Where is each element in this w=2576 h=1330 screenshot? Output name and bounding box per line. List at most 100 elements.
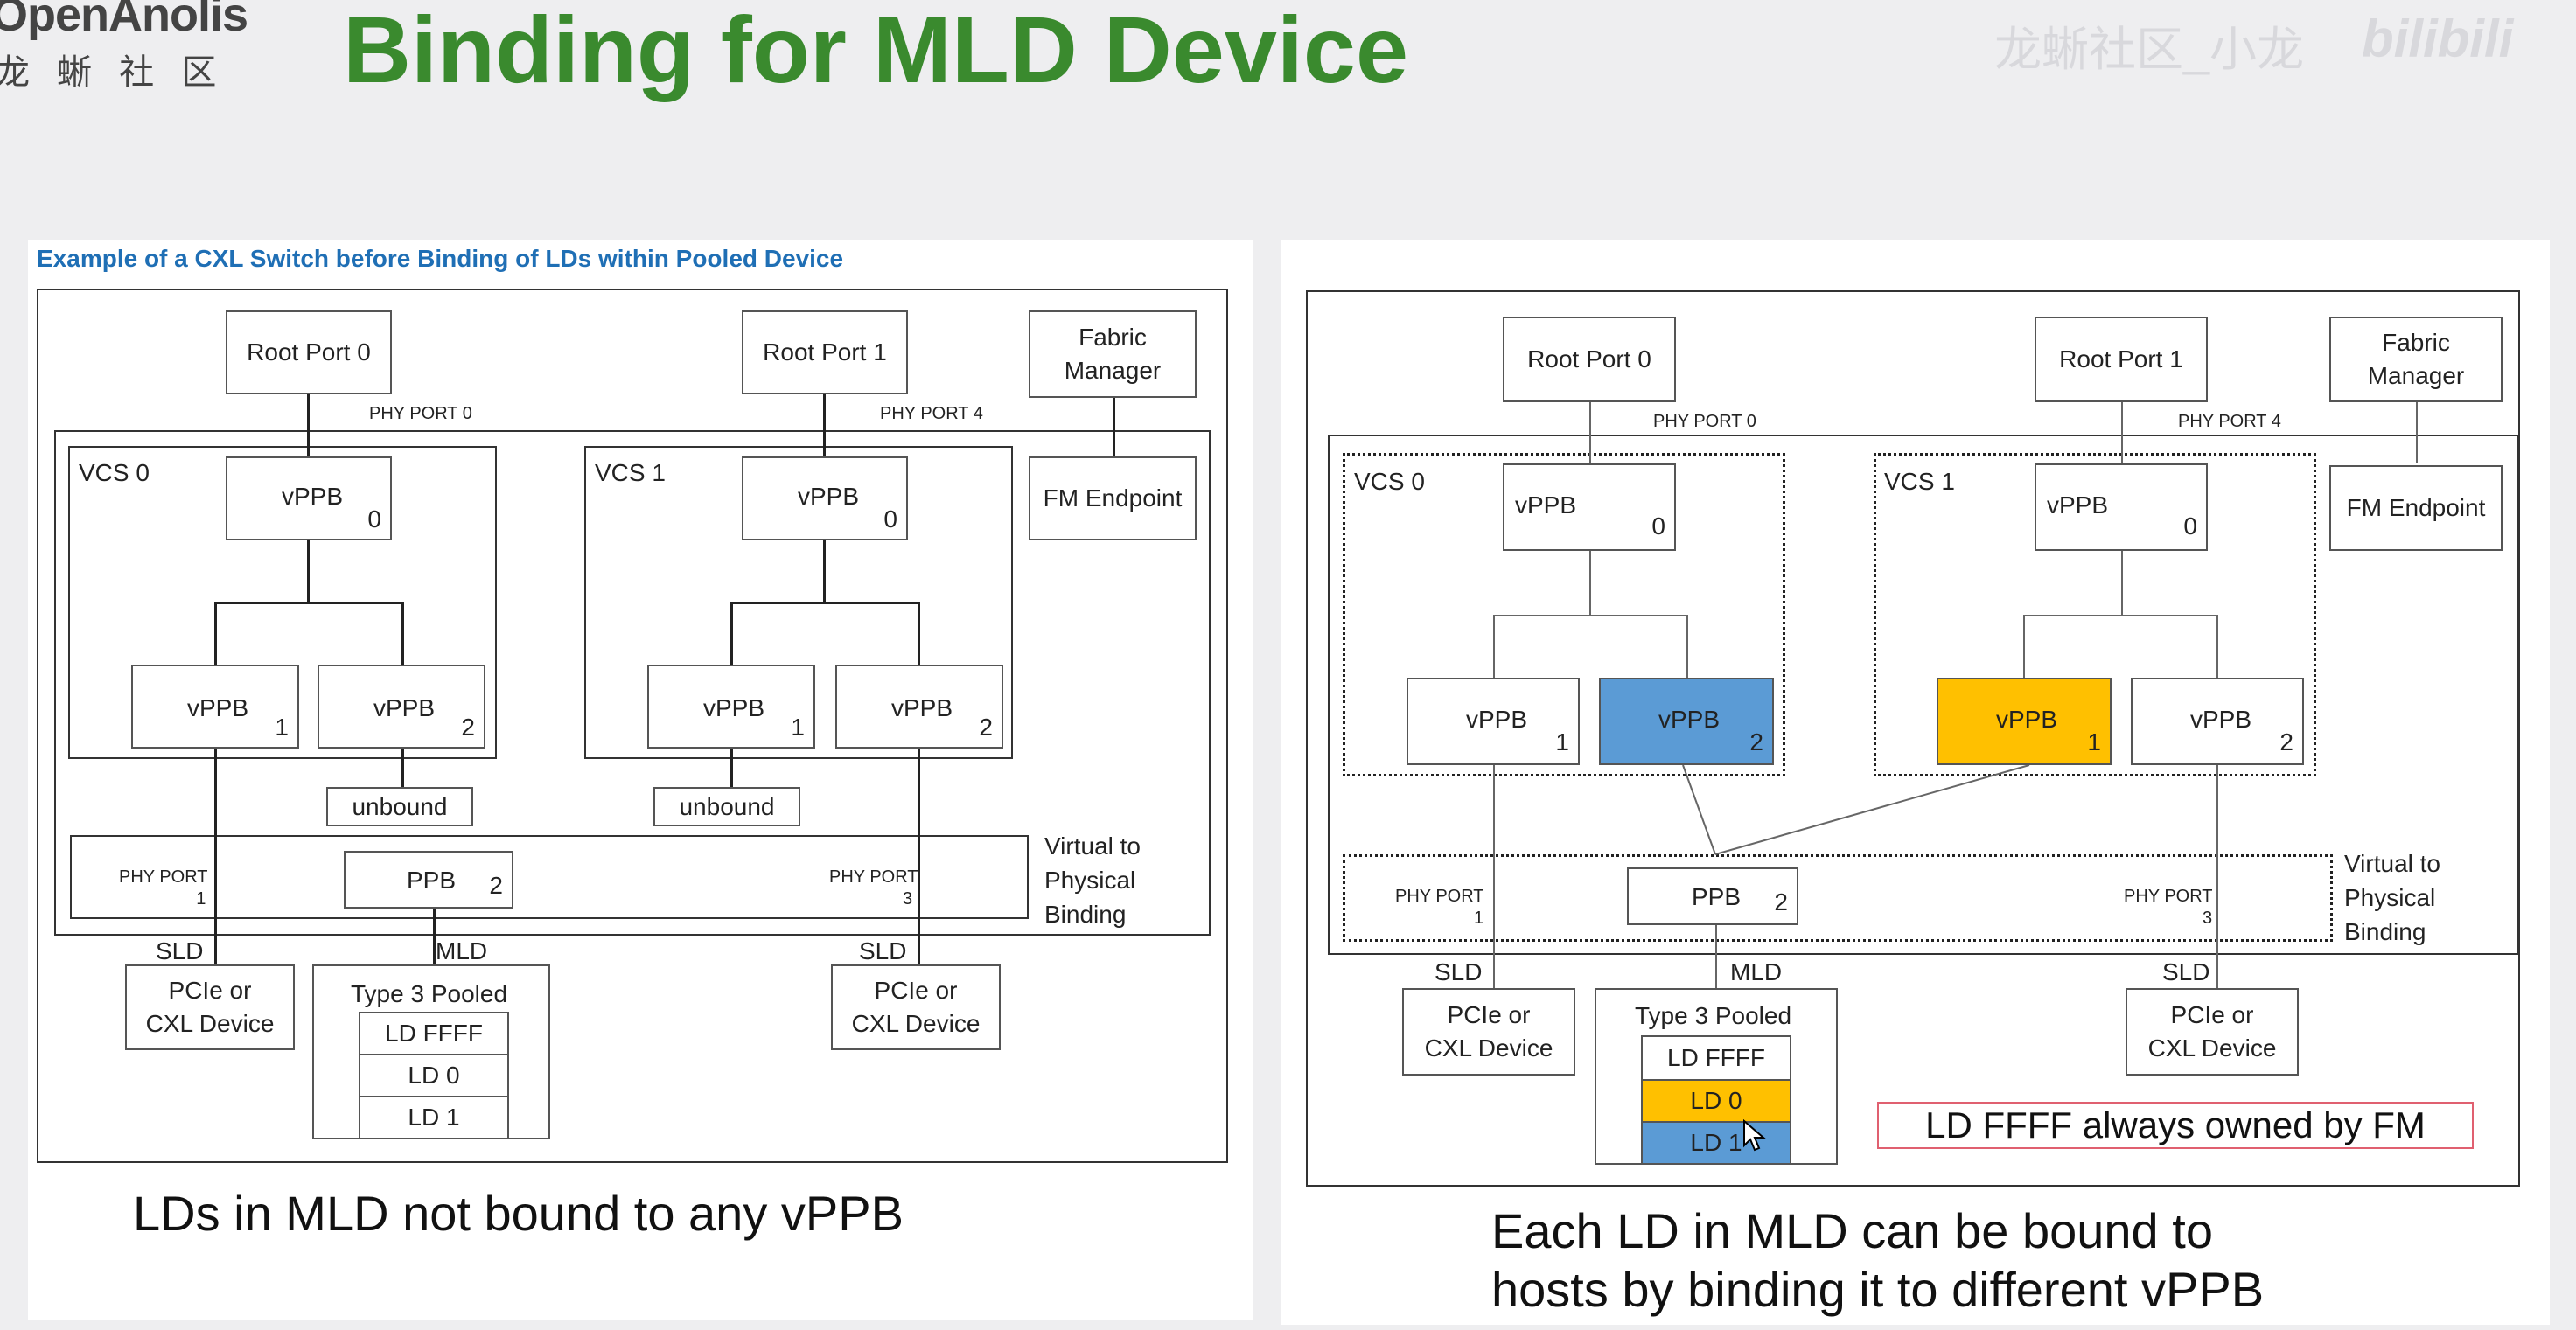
left-root-port-0: Root Port 0: [226, 310, 392, 394]
right-vtp-frame: [1343, 854, 2333, 942]
line: [307, 393, 310, 458]
right-binding-lines: [1682, 764, 2030, 855]
right-vppb-vcs1-1-bound: vPPB 1: [1937, 678, 2112, 765]
right-caption-line-2: hosts by binding it to different vPPB: [1491, 1262, 2265, 1317]
left-unbound-1: unbound: [326, 787, 473, 826]
vppb-number: 0: [367, 505, 381, 533]
left-fabric-manager: Fabric Manager: [1029, 310, 1197, 398]
right-vcs0-label: VCS 0: [1354, 468, 1425, 495]
right-sld-1: SLD: [1435, 958, 1483, 985]
left-vcs0-label: VCS 0: [79, 459, 150, 486]
vppb-label: vPPB: [703, 694, 765, 721]
left-vppb-vcs1-0: vPPB 0: [742, 456, 908, 540]
vppb-number: 0: [1651, 512, 1665, 540]
right-vppb-vcs1-0: vPPB 0: [2035, 463, 2208, 551]
line: [401, 602, 404, 666]
left-ppb: PPB 2: [344, 851, 513, 909]
line: [823, 540, 826, 603]
right-root-port-1: Root Port 1: [2035, 317, 2208, 402]
right-vppb-vcs1-2: vPPB 2: [2131, 678, 2304, 765]
left-diagram-frame: [37, 289, 1228, 1163]
vppb-number: 1: [1555, 728, 1569, 756]
vppb-number: 0: [883, 505, 897, 533]
left-vcs1-frame: [584, 446, 1013, 759]
left-pcie-device-1: PCIe or CXL Device: [125, 964, 295, 1050]
right-vppb-vcs0-2-bound: vPPB 2: [1599, 678, 1774, 765]
line: [214, 602, 217, 666]
vppb-label: vPPB: [2190, 706, 2252, 733]
type3-label: Type 3 Pooled: [1635, 1002, 1792, 1029]
right-vcs1-frame: [1874, 453, 2316, 776]
line: [214, 748, 217, 964]
logo-bottom: 龙 蜥 社 区: [0, 53, 226, 92]
right-ld-0-bound: LD 0: [1641, 1079, 1791, 1123]
right-fm-endpoint: FM Endpoint: [2329, 465, 2503, 551]
vppb-label: vPPB: [1658, 706, 1721, 733]
vppb-number: 2: [1749, 728, 1763, 756]
left-mld: MLD: [436, 937, 488, 964]
line: [1493, 615, 1495, 678]
vppb-label: vPPB: [1996, 706, 2058, 733]
vppb-number: 0: [2183, 512, 2197, 540]
line: [2216, 765, 2218, 988]
vppb-number: 1: [2087, 728, 2101, 756]
right-caption-line-1: Each LD in MLD can be bound to: [1491, 1203, 2213, 1258]
left-caption-top: Example of a CXL Switch before Binding o…: [37, 245, 844, 272]
line: [2216, 615, 2218, 678]
mouse-cursor-icon: [1743, 1119, 1766, 1152]
right-phy-port-4: PHY PORT 4: [2178, 412, 2281, 431]
bilibili-watermark-logo: bilibili: [2362, 10, 2514, 68]
vppb-number: 1: [275, 714, 289, 741]
line: [307, 540, 310, 603]
left-vppb-vcs0-2: vPPB 2: [318, 665, 485, 749]
left-phy-port-0: PHY PORT 0: [369, 404, 472, 423]
phy-port-number: 1: [196, 889, 206, 909]
line: [1686, 615, 1688, 678]
left-vppb-vcs0-1: vPPB 1: [131, 665, 299, 749]
right-vppb-vcs0-1: vPPB 1: [1407, 678, 1580, 765]
left-vppb-vcs0-0: vPPB 0: [226, 456, 392, 540]
left-ld-ffff: LD FFFF: [359, 1012, 509, 1055]
vppb-label: vPPB: [1515, 491, 1577, 519]
vppb-label: vPPB: [2047, 491, 2109, 519]
right-vcs0-frame: [1343, 453, 1785, 776]
left-phy-port-4: PHY PORT 4: [880, 404, 983, 423]
right-switch-frame: [1328, 435, 2519, 955]
line: [918, 748, 920, 964]
line: [1113, 398, 1115, 459]
right-diagram-frame: [1306, 290, 2520, 1187]
right-vcs1-label: VCS 1: [1884, 468, 1955, 495]
phy-port-number: 3: [2203, 909, 2213, 928]
vppb-label: vPPB: [373, 694, 436, 721]
ppb-label: PPB: [407, 867, 457, 894]
ppb-number: 2: [489, 872, 503, 899]
phy-port-label: PHY PORT: [119, 867, 208, 887]
left-vppb-vcs1-2: vPPB 2: [835, 665, 1003, 749]
right-phy-port-1: PHY PORT 1: [1395, 887, 1484, 929]
line: [1715, 924, 1717, 988]
right-vtp-label: Virtual to Physical Binding: [2344, 850, 2440, 945]
left-root-port-1: Root Port 1: [742, 310, 908, 394]
left-phy-port-1: PHY PORT 1: [119, 867, 208, 909]
right-ld-1-bound: LD 1: [1641, 1121, 1791, 1165]
vppb-label: vPPB: [798, 483, 860, 510]
right-root-port-0: Root Port 0: [1503, 317, 1676, 402]
line: [730, 602, 919, 604]
vppb-label: vPPB: [282, 483, 344, 510]
right-sld-2: SLD: [2162, 958, 2210, 985]
vppb-number: 2: [2279, 728, 2293, 756]
line: [2121, 400, 2123, 463]
right-phy-port-3: PHY PORT 3: [2124, 887, 2213, 929]
left-vppb-vcs1-1: vPPB 1: [647, 665, 815, 749]
watermark: 龙蜥社区_小龙: [1994, 24, 2305, 76]
right-note: LD FFFF always owned by FM: [1877, 1102, 2474, 1149]
right-ppb: PPB 2: [1627, 867, 1798, 925]
line: [918, 602, 920, 666]
left-vtp-label: Virtual to Physical Binding: [1044, 832, 1141, 928]
left-unbound-2: unbound: [653, 787, 800, 826]
line: [823, 393, 826, 458]
line: [433, 908, 436, 964]
vppb-label: vPPB: [1466, 706, 1528, 733]
right-mld: MLD: [1730, 958, 1783, 985]
left-panel-bg: [28, 240, 1253, 1320]
